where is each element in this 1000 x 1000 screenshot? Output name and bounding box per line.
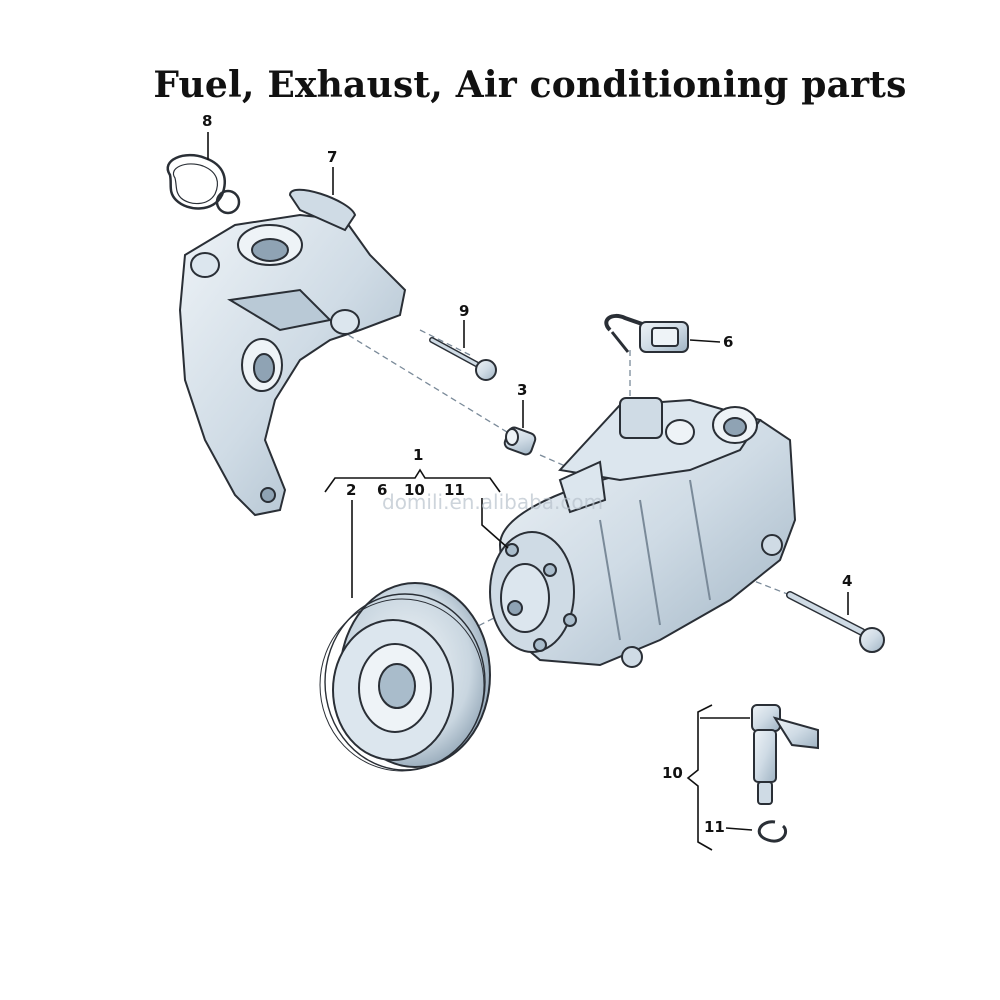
bracket-group-10 xyxy=(686,704,713,851)
watermark: domili.en.alibaba.com xyxy=(382,490,604,514)
pulley-part-2 xyxy=(319,582,491,772)
compressor-part-1 xyxy=(489,397,797,668)
bracket-part-7 xyxy=(178,188,407,517)
callout-7: 7 xyxy=(327,148,338,166)
callout-2: 2 xyxy=(346,481,357,499)
callout-11-group: 11 xyxy=(444,481,465,499)
bolt-part-9 xyxy=(429,337,497,381)
valve-part-10 xyxy=(751,704,819,805)
callout-11-detail: 11 xyxy=(704,818,725,836)
leader-lines xyxy=(207,132,849,851)
sensor-part-6 xyxy=(604,313,689,353)
callout-8: 8 xyxy=(202,112,213,130)
assembly-line-bolt-4 xyxy=(699,559,791,596)
callout-4: 4 xyxy=(842,572,853,590)
callout-6-group: 6 xyxy=(377,481,388,499)
callout-3: 3 xyxy=(517,381,528,399)
callout-6: 6 xyxy=(723,333,734,351)
callout-10-group: 10 xyxy=(404,481,425,499)
assembly-line-bracket-to-sleeve xyxy=(339,329,521,441)
callout-1: 1 xyxy=(413,446,424,464)
leader-11-detail xyxy=(725,827,753,831)
circlip-part-11 xyxy=(757,820,788,843)
gasket-part-8 xyxy=(166,153,241,215)
bracket-group-1 xyxy=(324,468,501,493)
bolt-part-4 xyxy=(786,591,885,653)
assembly-line-bolt-9 xyxy=(419,329,471,356)
callout-9: 9 xyxy=(459,302,470,320)
leader-11-group xyxy=(481,498,509,549)
diagram-title: Fuel, Exhaust, Air conditioning parts xyxy=(153,64,907,106)
leader-6 xyxy=(689,339,721,343)
sleeve-part-3 xyxy=(503,426,537,456)
callout-10-detail: 10 xyxy=(662,764,683,782)
